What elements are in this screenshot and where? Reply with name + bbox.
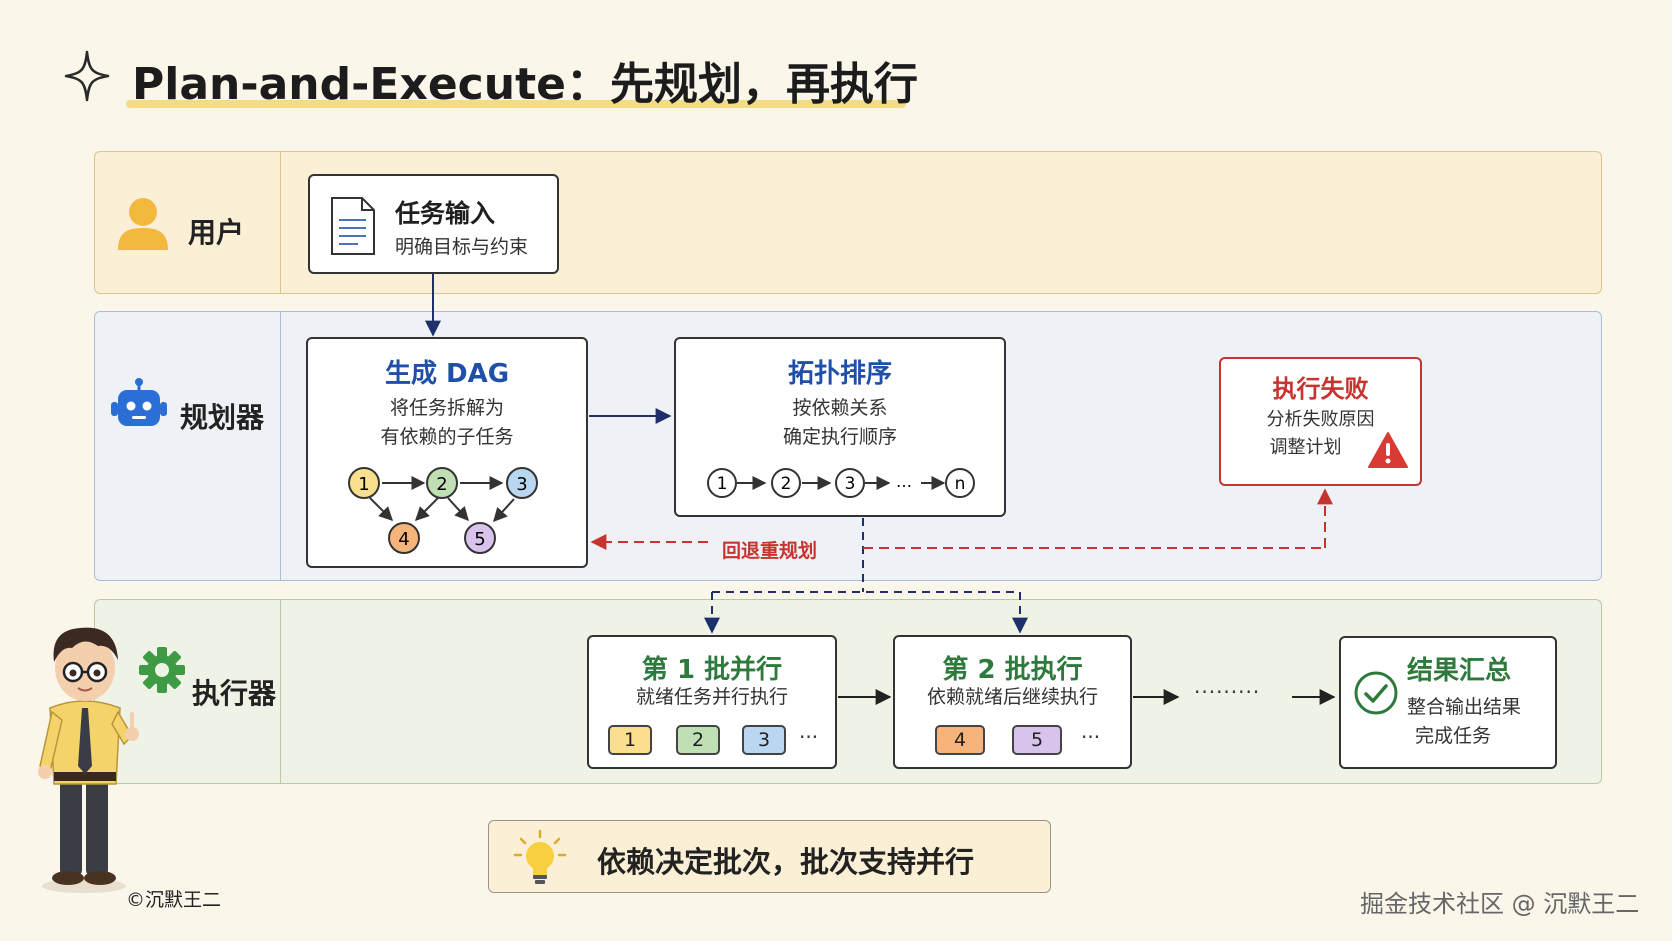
lane-planner-header (95, 312, 281, 580)
page-title: Plan-and-Execute：先规划，再执行 (132, 59, 918, 110)
batch2-title: 第 2 批执行 (942, 655, 1083, 685)
batch2-more: ··· (1081, 725, 1101, 749)
lane-user-header (95, 152, 281, 293)
dag-node-2: 2 (426, 467, 458, 499)
topo-node-n: n (945, 468, 975, 498)
batch2-chip-5: 5 (1012, 725, 1062, 755)
sparkle-icon (64, 50, 110, 102)
topo-node-1: 1 (707, 468, 737, 498)
batch1-desc: 就绪任务并行执行 (635, 686, 788, 708)
topo-ellipsis: … (896, 472, 912, 491)
batch1-title: 第 1 批并行 (641, 655, 783, 685)
dag-node-4: 4 (388, 522, 420, 554)
task-input-desc: 明确目标与约束 (395, 236, 529, 258)
batch2-desc: 依赖就绪后继续执行 (926, 686, 1098, 708)
svg-text:1: 1 (358, 474, 369, 495)
svg-text:2: 2 (436, 474, 447, 495)
topo-node-2: 2 (771, 468, 801, 498)
result-desc-1: 整合输出结果 (1407, 696, 1522, 718)
svg-text:2: 2 (781, 474, 792, 494)
svg-text:4: 4 (398, 529, 409, 550)
check-circle-icon (1354, 671, 1398, 715)
title-underline (126, 100, 906, 108)
svg-text:3: 3 (845, 474, 856, 494)
tip-box: 依赖决定批次，批次支持并行 (488, 820, 1051, 893)
lane-user-label: 用户 (188, 216, 245, 249)
credit-left: ©沉默王二 (126, 889, 222, 911)
credit-watermark: 掘金技术社区 @ 沉默王二 (1360, 890, 1640, 918)
gear-icon (139, 647, 185, 693)
topo-sort-desc-2: 确定执行顺序 (782, 426, 897, 448)
dag-node-5: 5 (464, 522, 496, 554)
svg-text:3: 3 (516, 474, 527, 495)
exec-failure-box: 执行失败 分析失败原因 调整计划 (1219, 357, 1422, 486)
document-icon (331, 197, 375, 255)
batch1-box: 第 1 批并行 就绪任务并行执行 1 2 3 ··· (587, 635, 837, 769)
result-desc-2: 完成任务 (1415, 725, 1492, 747)
topo-sequence: 1 2 3 … n (707, 468, 975, 498)
dag-node-3: 3 (506, 467, 538, 499)
batch1-more: ··· (799, 725, 819, 749)
exec-failure-desc-2: 调整计划 (1269, 437, 1342, 458)
dag-node-1: 1 (348, 467, 380, 499)
generate-dag-desc-2: 有依赖的子任务 (380, 426, 514, 448)
topo-sort-title: 拓扑排序 (787, 359, 892, 389)
batch-ellipsis: ········· (1194, 680, 1261, 704)
robot-icon (111, 378, 167, 426)
svg-text:5: 5 (474, 529, 485, 550)
warning-icon (1368, 432, 1408, 468)
character-illustration (38, 627, 139, 893)
batch2-chip-4: 4 (935, 725, 985, 755)
task-input-box: 任务输入 明确目标与约束 (308, 174, 559, 274)
tip-text: 依赖决定批次，批次支持并行 (597, 845, 975, 879)
batch1-chip-1: 1 (608, 725, 652, 755)
topo-sort-desc-1: 按依赖关系 (792, 397, 888, 419)
lane-planner-label: 规划器 (180, 401, 265, 434)
exec-failure-title: 执行失败 (1272, 375, 1369, 403)
svg-text:n: n (955, 474, 966, 494)
result-box: 结果汇总 整合输出结果 完成任务 (1339, 636, 1557, 769)
result-title: 结果汇总 (1407, 656, 1512, 686)
lane-executor-header (95, 600, 281, 783)
topo-sort-box: 拓扑排序 按依赖关系 确定执行顺序 1 2 3 … n (674, 337, 1006, 517)
batch1-chip-2: 2 (676, 725, 720, 755)
exec-failure-desc-1: 分析失败原因 (1266, 409, 1375, 430)
lane-executor-label: 执行器 (192, 677, 277, 710)
generate-dag-box: 生成 DAG 将任务拆解为 有依赖的子任务 1 2 3 4 5 (306, 337, 588, 568)
svg-text:1: 1 (717, 474, 728, 494)
lightbulb-icon (513, 829, 567, 884)
user-icon (118, 198, 168, 250)
batch2-box: 第 2 批执行 依赖就绪后继续执行 4 5 ··· (893, 635, 1132, 769)
rollback-label: 回退重规划 (722, 540, 818, 562)
generate-dag-title: 生成 DAG (384, 359, 510, 389)
generate-dag-desc-1: 将任务拆解为 (389, 397, 504, 419)
batch1-chip-3: 3 (742, 725, 786, 755)
topo-node-3: 3 (835, 468, 865, 498)
dag-graph: 1 2 3 4 5 (348, 467, 538, 554)
task-input-title: 任务输入 (395, 199, 496, 228)
